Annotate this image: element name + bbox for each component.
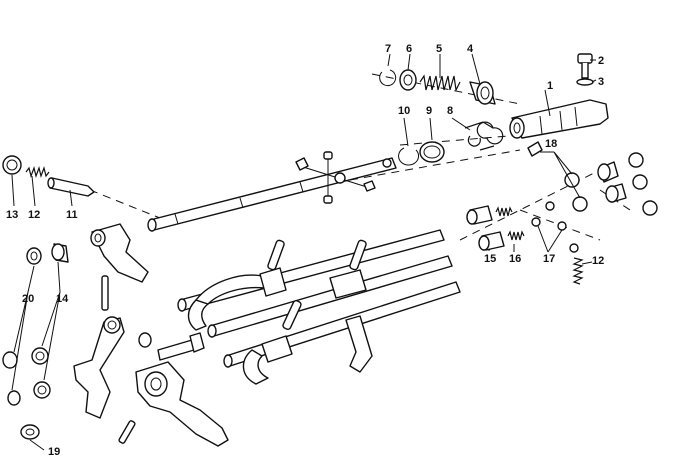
callout-3: 3 bbox=[598, 76, 604, 88]
part-18-parts bbox=[527, 141, 588, 212]
part-10-snap-ring bbox=[398, 147, 420, 166]
part-20-bushing-lower bbox=[2, 351, 18, 369]
washer-mid bbox=[138, 332, 152, 348]
callout-16: 16 bbox=[509, 253, 521, 265]
part-7-circlip bbox=[379, 69, 397, 87]
selector-rod-middle bbox=[207, 255, 453, 338]
callout-15: 15 bbox=[484, 253, 496, 265]
selector-arm bbox=[118, 361, 229, 447]
callout-17: 17 bbox=[543, 253, 555, 265]
part-14-bushing-bottom bbox=[33, 381, 51, 399]
part-15-plunger-lower bbox=[478, 231, 505, 251]
callout-18: 18 bbox=[545, 138, 557, 150]
bushing-right-4 bbox=[632, 174, 648, 190]
callout-6: 6 bbox=[406, 43, 412, 55]
shift-fork-lower bbox=[242, 300, 302, 385]
callout-labels: 1 2 3 4 5 6 7 8 9 10 11 12 12 13 14 15 1… bbox=[6, 43, 604, 458]
callout-11: 11 bbox=[66, 209, 78, 221]
part-15-plunger-upper bbox=[466, 205, 493, 225]
callout-7: 7 bbox=[385, 43, 391, 55]
shift-lever-upper bbox=[90, 223, 149, 283]
shift-fork-left bbox=[187, 239, 287, 331]
part-14-bushing-upper bbox=[51, 243, 69, 263]
callout-20: 20 bbox=[22, 293, 34, 305]
hex-bolt bbox=[157, 332, 205, 361]
bushing-right-2 bbox=[628, 152, 644, 168]
shift-lever-lower bbox=[73, 316, 125, 419]
part-16-spring-lower bbox=[507, 230, 525, 241]
part-19-bushing bbox=[20, 424, 40, 440]
leader-lines bbox=[11, 53, 597, 451]
callout-8: 8 bbox=[447, 105, 453, 117]
callout-9: 9 bbox=[426, 105, 432, 117]
callout-12-left: 12 bbox=[28, 209, 40, 221]
callout-4: 4 bbox=[467, 43, 474, 55]
callout-10: 10 bbox=[398, 105, 410, 117]
part-17-balls bbox=[531, 201, 579, 253]
roll-pin-left bbox=[101, 275, 109, 311]
cross-pin-assembly bbox=[295, 151, 376, 204]
part-2-screw bbox=[577, 53, 593, 79]
part-20-bushing-bottom bbox=[7, 390, 21, 406]
bushing-right-3 bbox=[605, 183, 627, 203]
part-8-torsion-spring bbox=[464, 121, 504, 151]
part-14-bushing-middle bbox=[31, 347, 49, 365]
part-5-spring bbox=[419, 74, 461, 92]
part-6-ring bbox=[399, 69, 417, 91]
part-12-spring-right bbox=[572, 257, 584, 285]
part-20-bushing-upper bbox=[26, 247, 42, 265]
part-11-pin bbox=[47, 177, 95, 197]
callout-19: 19 bbox=[48, 446, 60, 458]
callout-5: 5 bbox=[436, 43, 442, 55]
callout-13: 13 bbox=[6, 209, 18, 221]
bushing-right-1 bbox=[597, 161, 619, 183]
callout-14: 14 bbox=[56, 293, 69, 305]
callout-2: 2 bbox=[598, 55, 604, 67]
callout-12-right: 12 bbox=[592, 255, 604, 267]
bushing-right-5 bbox=[642, 200, 658, 216]
part-1-housing-tube bbox=[509, 99, 609, 139]
part-4-sleeve bbox=[469, 81, 496, 105]
shift-fork-right bbox=[329, 239, 373, 373]
main-shift-rod bbox=[147, 157, 397, 232]
part-3-washer bbox=[576, 78, 594, 86]
part-13-plug bbox=[2, 155, 22, 175]
part-12-spring-left bbox=[25, 165, 50, 179]
part-9-o-ring bbox=[419, 141, 445, 163]
part-16-spring-upper bbox=[495, 206, 513, 217]
callout-1: 1 bbox=[547, 80, 553, 92]
selector-rod-top bbox=[177, 229, 445, 312]
